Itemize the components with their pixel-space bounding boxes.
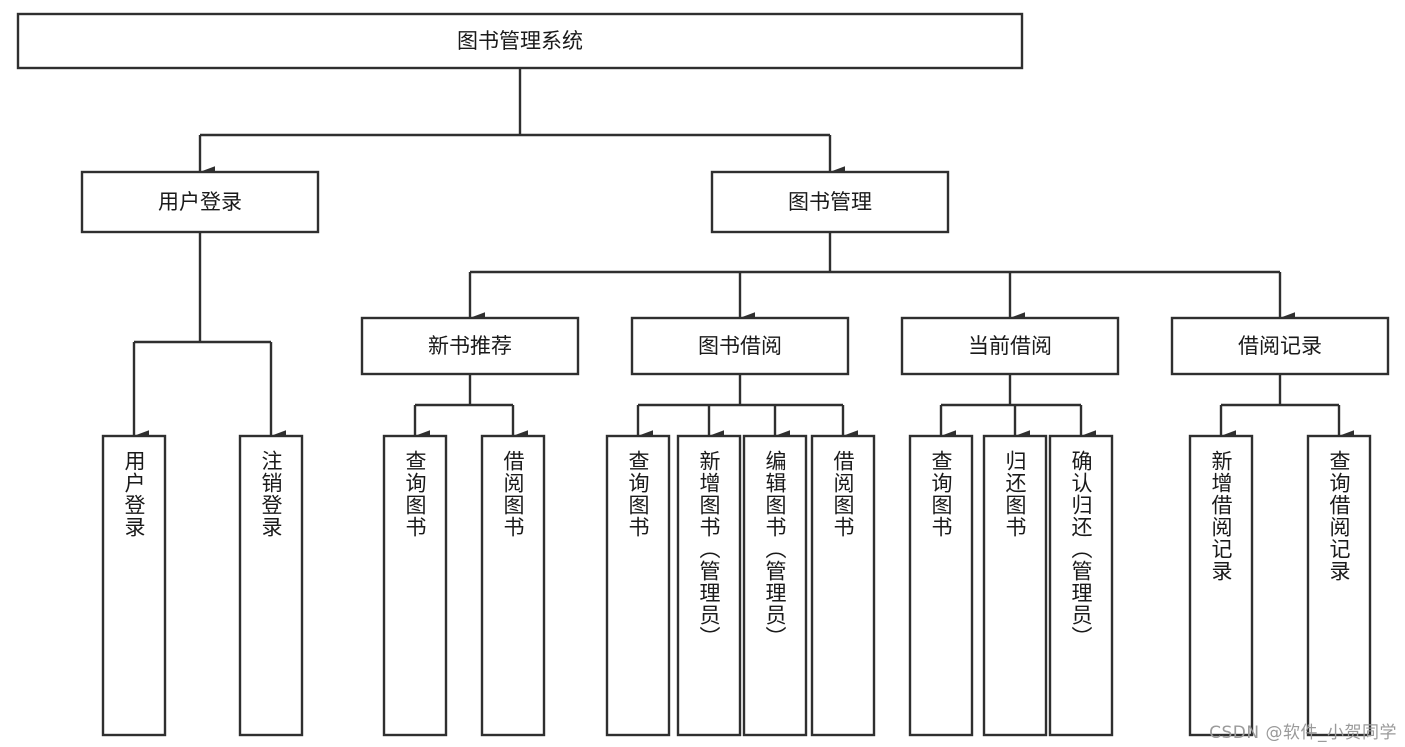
node-box-leaf-8-查询图书[interactable] — [908, 434, 974, 737]
node-box-当前借阅[interactable] — [900, 316, 1120, 376]
node-box-leaf-11-新增借阅记录[interactable] — [1188, 434, 1254, 737]
node-label-用户登录: 用户登录 — [158, 190, 242, 214]
node-box-leaf-4-查询图书[interactable] — [605, 434, 671, 737]
node-box-leaf-0-用户登录[interactable] — [101, 434, 167, 737]
node-box-leaf-12-查询借阅记录[interactable] — [1306, 434, 1372, 737]
node-box-leaf-3-借阅图书[interactable] — [480, 434, 546, 737]
node-label-图书管理: 图书管理 — [788, 190, 872, 214]
node-box-图书借阅[interactable] — [630, 316, 850, 376]
node-box-leaf-9-归还图书[interactable] — [982, 434, 1048, 737]
node-box-用户登录[interactable] — [80, 170, 320, 234]
node-label-当前借阅: 当前借阅 — [968, 334, 1052, 358]
node-box-借阅记录[interactable] — [1170, 316, 1390, 376]
node-box-leaf-10-确认归还管理员[interactable] — [1048, 434, 1114, 737]
node-box-leaf-6-编辑图书管理员[interactable] — [742, 434, 808, 737]
edge-layer — [132, 68, 1354, 442]
node-label-借阅记录: 借阅记录 — [1238, 334, 1322, 358]
root-node-label: 图书管理系统 — [457, 29, 583, 53]
box-layer — [16, 12, 1390, 737]
root-node-box[interactable] — [16, 12, 1024, 70]
node-box-leaf-5-新增图书管理员[interactable] — [676, 434, 742, 737]
node-box-新书推荐[interactable] — [360, 316, 580, 376]
node-label-图书借阅: 图书借阅 — [698, 334, 782, 358]
watermark-credit: CSDN @软件_小贺同学 — [1209, 723, 1397, 743]
node-box-leaf-2-查询图书[interactable] — [382, 434, 448, 737]
node-box-leaf-7-借阅图书[interactable] — [810, 434, 876, 737]
node-box-图书管理[interactable] — [710, 170, 950, 234]
node-box-leaf-1-注销登录[interactable] — [238, 434, 304, 737]
node-label-新书推荐: 新书推荐 — [428, 334, 512, 358]
